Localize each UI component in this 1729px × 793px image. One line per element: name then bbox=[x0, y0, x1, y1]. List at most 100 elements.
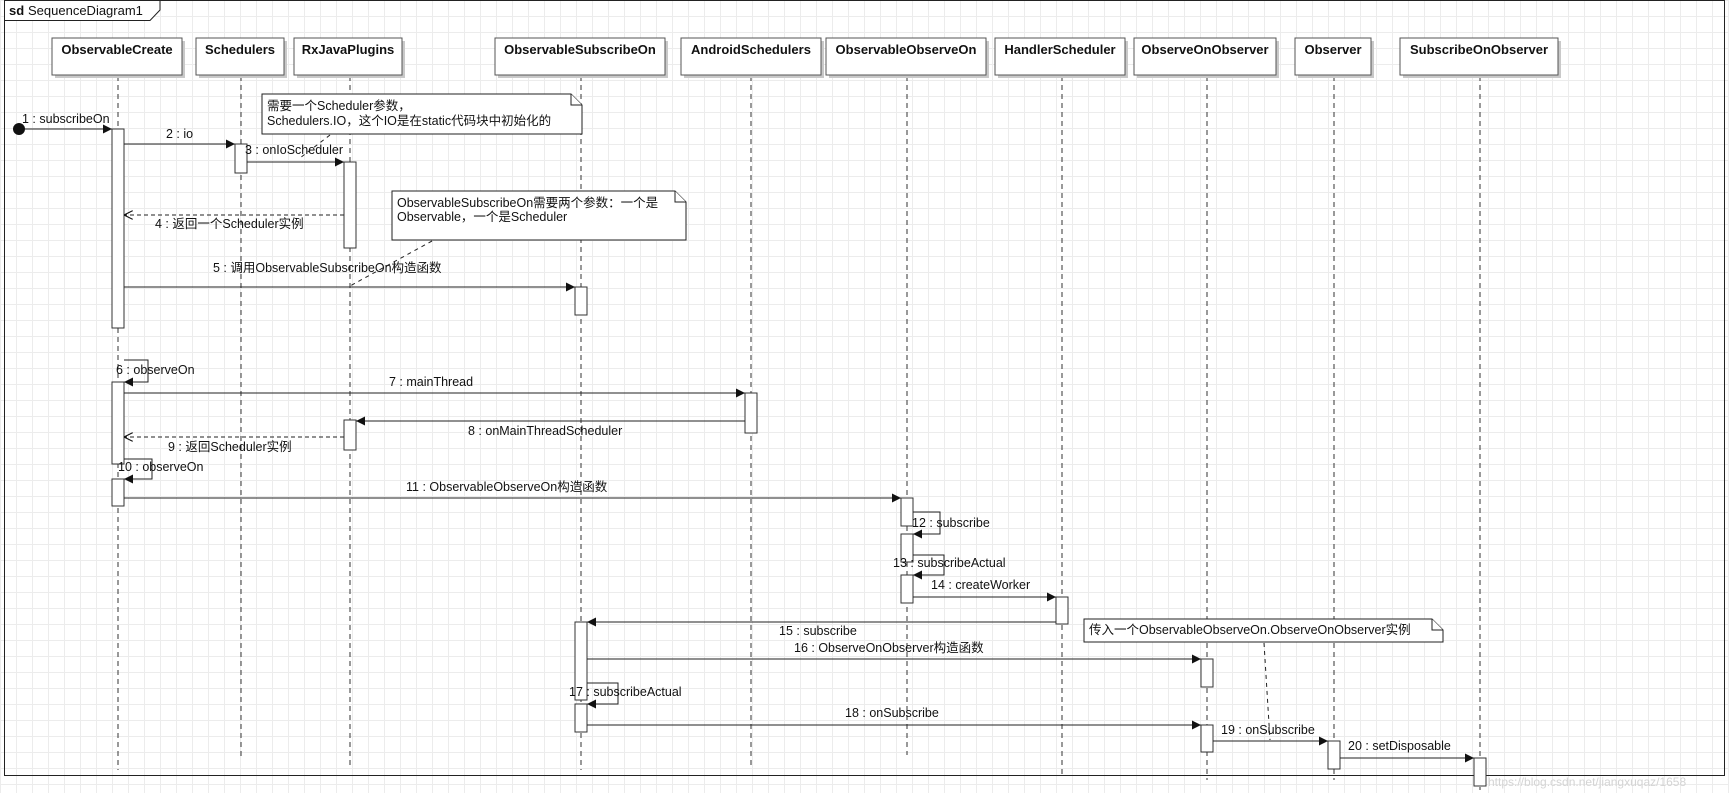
frame-border bbox=[4, 0, 1725, 776]
lifeline-head-observer[interactable]: Observer bbox=[1294, 37, 1374, 78]
message-3[interactable]: 3 : onIoScheduler bbox=[245, 143, 344, 167]
message-11[interactable]: 11 : ObservableObserveOn构造函数 bbox=[124, 479, 901, 503]
activation-bar bbox=[1055, 596, 1069, 625]
watermark-text: https://blog.csdn.net/jiangxuqaz/1658 bbox=[1488, 775, 1686, 789]
message-label: 11 : ObservableObserveOn构造函数 bbox=[406, 479, 608, 494]
sd-frame: sd SequenceDiagram1 bbox=[4, 0, 1725, 776]
lifeline-observablesubscribeon: ObservableSubscribeOn bbox=[494, 37, 668, 770]
frame-tab bbox=[4, 0, 161, 21]
lifeline-head-observeonobserver[interactable]: ObserveOnObserver bbox=[1133, 37, 1279, 78]
message-label: 18 : onSubscribe bbox=[845, 706, 939, 720]
note-subscribeon-params[interactable]: ObservableSubscribeOn需要两个参数：一个是 Observab… bbox=[349, 190, 687, 287]
message-label: 14 : createWorker bbox=[931, 578, 1030, 592]
message-8[interactable]: 8 : onMainThreadScheduler bbox=[356, 416, 745, 438]
message-label: 4 : 返回一个Scheduler实例 bbox=[155, 216, 304, 231]
note-observeonobserver-instance[interactable]: 传入一个ObservableObserveOn.ObserveOnObserve… bbox=[1083, 618, 1444, 741]
lifeline-handlerscheduler: HandlerScheduler bbox=[994, 37, 1128, 775]
activation-bar bbox=[1200, 658, 1214, 688]
lifeline-observablecreate: ObservableCreate bbox=[51, 37, 185, 770]
message-label: 10 : observeOn bbox=[118, 460, 204, 474]
frame-name: SequenceDiagram1 bbox=[28, 3, 143, 18]
note-connector bbox=[299, 134, 331, 159]
message-label: 7 : mainThread bbox=[389, 375, 473, 389]
activation-bar bbox=[574, 286, 588, 316]
note-scheduler-param[interactable]: 需要一个Scheduler参数， Schedulers.IO，这个IO是在sta… bbox=[261, 93, 583, 159]
activation-bar bbox=[234, 143, 248, 174]
message-6[interactable]: 6 : observeOn bbox=[116, 359, 195, 387]
note-connector bbox=[1263, 642, 1271, 741]
activation-bar bbox=[111, 381, 125, 465]
message-19[interactable]: 19 : onSubscribe bbox=[1213, 723, 1328, 746]
message-7[interactable]: 7 : mainThread bbox=[124, 375, 745, 398]
messages: 1 : subscribeOn 2 : io 3 : onIoScheduler… bbox=[13, 112, 1474, 763]
message-label: 19 : onSubscribe bbox=[1221, 723, 1315, 737]
message-12[interactable]: 12 : subscribe bbox=[912, 511, 990, 539]
lifeline-name: ObservableObserveOn bbox=[836, 42, 977, 57]
message-label: 16 : ObserveOnObserver构造函数 bbox=[794, 640, 984, 655]
message-2[interactable]: 2 : io bbox=[124, 127, 235, 149]
message-label: 13 : subscribeActual bbox=[893, 556, 1006, 570]
activation-bar bbox=[111, 478, 125, 507]
activation-bar bbox=[343, 161, 357, 249]
message-label: 17 : subscribeActual bbox=[569, 685, 682, 699]
lifeline-head-androidschedulers[interactable]: AndroidSchedulers bbox=[680, 37, 824, 78]
message-10[interactable]: 10 : observeOn bbox=[118, 458, 204, 484]
lifeline-subscribeonobserver: SubscribeOnObserver bbox=[1399, 37, 1561, 790]
lifeline-name: ObserveOnObserver bbox=[1141, 42, 1268, 57]
message-label: 8 : onMainThreadScheduler bbox=[468, 424, 622, 438]
lifeline-name: HandlerScheduler bbox=[1004, 42, 1115, 57]
message-label: 12 : subscribe bbox=[912, 516, 990, 530]
message-label: 2 : io bbox=[166, 127, 193, 141]
activation-bar bbox=[900, 574, 914, 604]
message-16[interactable]: 16 : ObserveOnObserver构造函数 bbox=[587, 640, 1201, 664]
found-message-dot bbox=[13, 123, 25, 135]
message-9[interactable]: 9 : 返回Scheduler实例 bbox=[124, 437, 344, 454]
lifeline-name: RxJavaPlugins bbox=[302, 42, 395, 57]
frame-keyword: sd bbox=[9, 3, 24, 18]
activation-bar bbox=[111, 128, 125, 329]
message-1[interactable]: 1 : subscribeOn bbox=[13, 112, 112, 135]
lifeline-head-observablesubscribeon[interactable]: ObservableSubscribeOn bbox=[494, 37, 668, 78]
message-13[interactable]: 13 : subscribeActual bbox=[893, 554, 1006, 580]
activation-bar bbox=[1200, 724, 1214, 753]
lifeline-head-rxjavaplugins[interactable]: RxJavaPlugins bbox=[293, 37, 405, 78]
lifeline-name: ObservableCreate bbox=[61, 42, 172, 57]
message-label: 9 : 返回Scheduler实例 bbox=[168, 439, 292, 454]
lifeline-head-observablecreate[interactable]: ObservableCreate bbox=[51, 37, 185, 78]
lifeline-head-subscribeonobserver[interactable]: SubscribeOnObserver bbox=[1399, 37, 1561, 78]
activation-bar bbox=[900, 533, 914, 563]
message-label: 1 : subscribeOn bbox=[22, 112, 110, 126]
message-18[interactable]: 18 : onSubscribe bbox=[587, 706, 1201, 730]
lifeline-name: SubscribeOnObserver bbox=[1410, 42, 1548, 57]
message-20[interactable]: 20 : setDisposable bbox=[1340, 739, 1474, 763]
message-4[interactable]: 4 : 返回一个Scheduler实例 bbox=[124, 215, 344, 231]
message-14[interactable]: 14 : createWorker bbox=[913, 578, 1056, 602]
activation-bar bbox=[574, 703, 588, 733]
activation-bar bbox=[343, 419, 357, 451]
note-line: ObservableSubscribeOn需要两个参数：一个是 bbox=[397, 195, 659, 210]
activation-bar bbox=[574, 621, 588, 701]
notes: 需要一个Scheduler参数， Schedulers.IO，这个IO是在sta… bbox=[261, 93, 1444, 741]
lifeline-name: ObservableSubscribeOn bbox=[504, 42, 656, 57]
message-label: 15 : subscribe bbox=[779, 624, 857, 638]
activation-bar bbox=[1327, 740, 1341, 770]
message-5[interactable]: 5 : 调用ObservableSubscribeOn构造函数 bbox=[124, 260, 575, 292]
message-17[interactable]: 17 : subscribeActual bbox=[569, 682, 682, 709]
lifeline-head-observableobserveon[interactable]: ObservableObserveOn bbox=[825, 37, 989, 78]
lifeline-head-schedulers[interactable]: Schedulers bbox=[195, 37, 287, 78]
message-label: 3 : onIoScheduler bbox=[245, 143, 343, 157]
lifeline-observeonobserver: ObserveOnObserver bbox=[1133, 37, 1279, 780]
lifeline-observer: Observer bbox=[1294, 37, 1374, 780]
message-15[interactable]: 15 : subscribe bbox=[587, 617, 1056, 638]
lifeline-schedulers: Schedulers bbox=[195, 37, 287, 760]
activation-bar bbox=[1473, 757, 1487, 787]
lifeline-name: AndroidSchedulers bbox=[691, 42, 811, 57]
lifeline-head-handlerscheduler[interactable]: HandlerScheduler bbox=[994, 37, 1128, 78]
note-line: 需要一个Scheduler参数， bbox=[267, 98, 411, 113]
lifeline-name: Schedulers bbox=[205, 42, 275, 57]
note-line: Observable，一个是Scheduler bbox=[397, 210, 567, 224]
activations bbox=[111, 128, 1487, 787]
lifeline-name: Observer bbox=[1304, 42, 1361, 57]
lifeline-observableobserveon: ObservableObserveOn bbox=[825, 37, 989, 755]
